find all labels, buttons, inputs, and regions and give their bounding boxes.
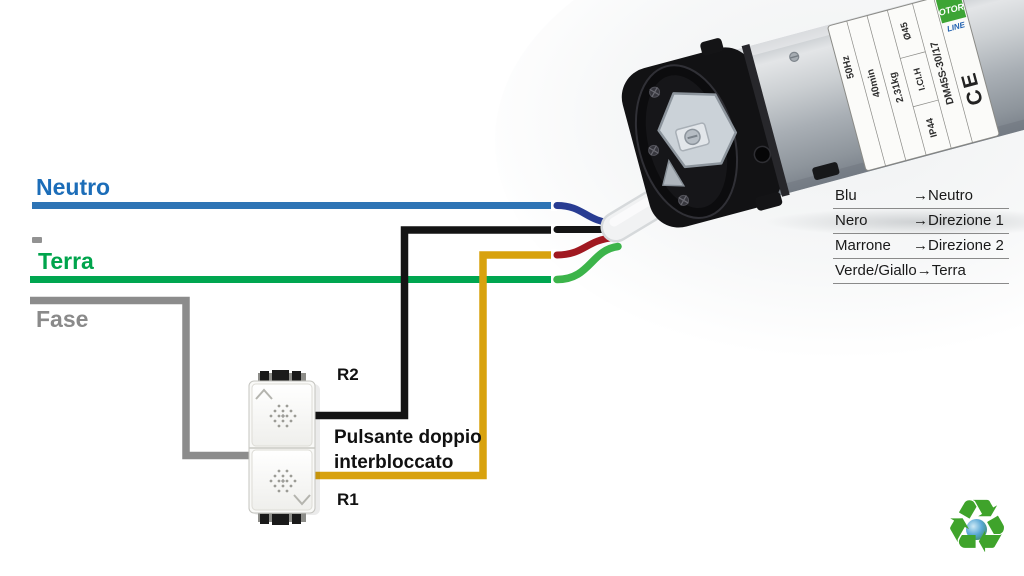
legend-wire-name: Marrone: [835, 237, 891, 254]
gold-line-r1: [310, 251, 556, 480]
motor-rating-label: 50Hz 40min 2.31kg Ø45 I.CI.H IP44 DM45S-…: [827, 0, 1000, 171]
arrow-icon: →: [913, 212, 928, 229]
tube-key-tab: [812, 162, 840, 181]
neutro-label: Neutro: [36, 174, 111, 200]
fase-label: Fase: [36, 306, 89, 332]
legend-function: Direzione 1: [928, 212, 1004, 229]
legend-row-nero: Nero → Direzione 1: [833, 209, 1009, 234]
legend-row-marrone: Marrone → Direzione 2: [833, 234, 1009, 259]
label-rating-diameter: Ø45: [899, 20, 914, 41]
rocker-down[interactable]: [251, 449, 313, 511]
terra-label: Terra: [38, 248, 94, 274]
label-rating-ip: IP44: [924, 116, 940, 138]
button-caption-line1: Pulsante doppio: [334, 427, 482, 448]
legend-function: Terra: [931, 262, 966, 279]
chevron-up-icon: [255, 388, 273, 400]
legend-wire-name: Nero: [835, 212, 868, 229]
head-hole: [753, 145, 772, 164]
relay-r1-label: R1: [337, 490, 359, 509]
stray-mark: [32, 237, 42, 243]
button-terminals-bottom: [258, 512, 306, 525]
mounting-bracket: [657, 92, 738, 187]
legend-wire-name: Verde/Giallo: [835, 262, 917, 279]
nero-line-r2: [310, 226, 556, 420]
button-caption: Pulsante doppio interbloccato: [334, 425, 482, 475]
earth-globe-icon: [966, 519, 987, 540]
fase-line: [30, 296, 254, 460]
wire-legend: Blu → Neutro Nero → Direzione 1 Marrone …: [833, 184, 1009, 284]
rocker-up[interactable]: [251, 383, 313, 447]
brand-logo-box: [935, 0, 967, 24]
motor-wire-verde: [553, 242, 622, 284]
legend-wire-name: Blu: [835, 187, 857, 204]
chevron-down-icon: [293, 494, 311, 506]
recycle-arrows-icon: ♻: [943, 484, 1011, 570]
motor-shadow: [765, 208, 1024, 236]
motor-head: [621, 38, 790, 228]
arrow-icon: →: [916, 262, 932, 279]
legend-function: Direzione 2: [928, 237, 1004, 254]
recycle-logo: ♻: [936, 486, 1018, 572]
button-terminals-top: [258, 370, 306, 383]
button-caption-line2: interbloccato: [334, 452, 454, 473]
push-button: [248, 370, 320, 525]
legend-function: Neutro: [928, 187, 974, 204]
arrow-icon: →: [913, 187, 928, 204]
legend-row-verde-giallo: Verde/Giallo → Terra: [833, 259, 1009, 284]
legend-row-blu: Blu → Neutro: [833, 184, 1009, 209]
arrow-icon: →: [913, 237, 928, 254]
tubular-motor: 50Hz 40min 2.31kg Ø45 I.CI.H IP44 DM45S-…: [621, 0, 1024, 228]
relay-r2-label: R2: [337, 365, 359, 384]
